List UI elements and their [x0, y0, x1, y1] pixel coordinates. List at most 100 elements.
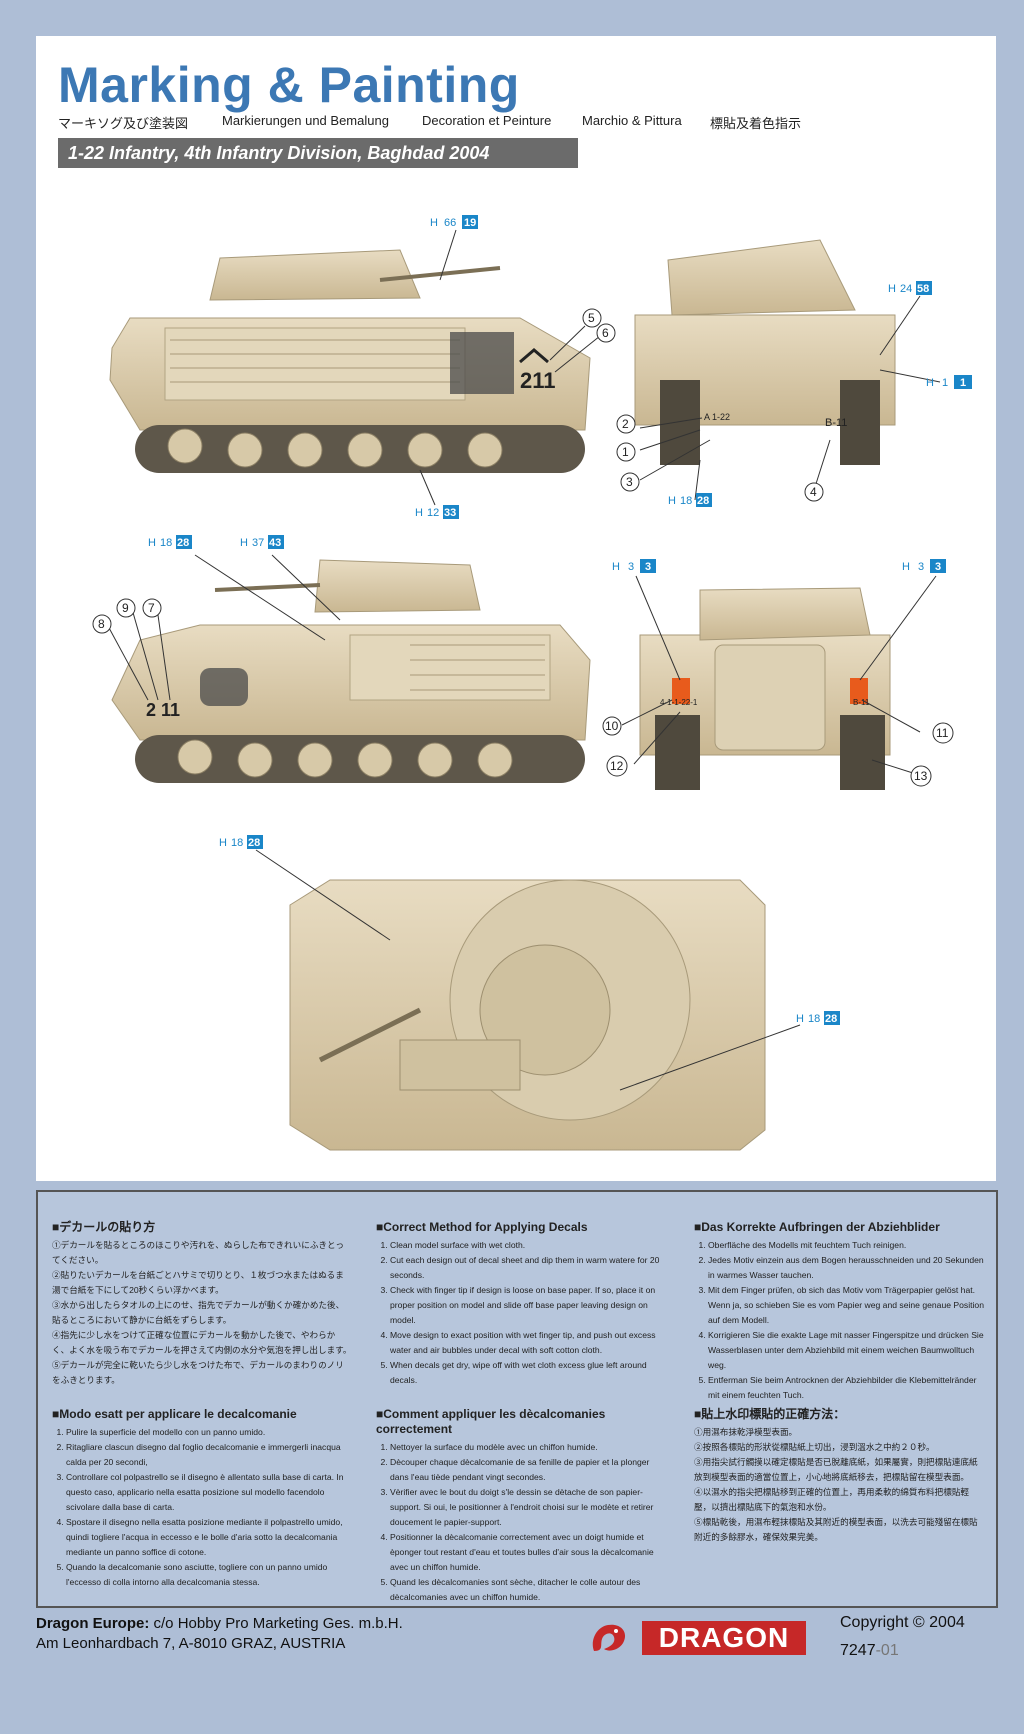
callout-1: 1: [622, 445, 629, 459]
side-view-right: 211: [109, 249, 591, 473]
svg-text:H: H: [668, 495, 676, 507]
svg-text:H: H: [240, 537, 248, 549]
callout-7: 7: [148, 601, 155, 615]
dragon-emblem-icon: [592, 1624, 626, 1651]
svg-text:28: 28: [697, 495, 709, 507]
callout-3: 3: [626, 475, 633, 489]
unit-label: 1-22 Infantry, 4th Infantry Division, Ba…: [68, 143, 490, 163]
svg-text:37: 37: [252, 537, 264, 549]
svg-text:28: 28: [248, 837, 260, 849]
rear-mark-right: B-11: [825, 417, 847, 429]
svg-text:3: 3: [645, 561, 651, 573]
instructions-de: ■Das Korrekte Aufbringen der Abziehblide…: [694, 1220, 984, 1403]
svg-text:33: 33: [444, 507, 456, 519]
instructions-fr: ■Comment appliquer les dècalcomanies cor…: [376, 1407, 666, 1605]
dragon-logo: DRAGON: [586, 1617, 826, 1661]
svg-text:H: H: [888, 283, 896, 295]
svg-text:12: 12: [427, 507, 439, 519]
rear-view-bottom: 4-1-1-22-1 B-11: [639, 587, 891, 790]
side-number: 211: [520, 368, 556, 393]
footer-company: Dragon Europe:: [36, 1615, 150, 1632]
plate-left: 4-1-1-22-1: [660, 698, 698, 707]
svg-text:28: 28: [177, 537, 189, 549]
svg-text:66: 66: [444, 217, 456, 229]
svg-text:H: H: [796, 1013, 804, 1025]
vehicle-views: 211 A 1-22 B-11 2 11: [92, 215, 972, 1151]
callout-2: 2: [622, 417, 629, 431]
callout-12: 12: [610, 759, 624, 773]
subtitle-cn: 標貼及着色指示: [710, 116, 802, 131]
copyright: Copyright © 2004: [840, 1614, 965, 1631]
svg-text:1: 1: [942, 377, 948, 389]
callout-11: 11: [936, 726, 949, 740]
product-code-suffix: -01: [875, 1642, 899, 1659]
instructions-de-title: ■Das Korrekte Aufbringen der Abziehblide…: [694, 1220, 940, 1234]
subtitle-fr: Decoration et Peinture: [422, 113, 552, 128]
decal-tag-11: H 18 28: [796, 1011, 840, 1025]
decal-tag-5: H 18 28: [668, 493, 712, 507]
side-number-left: 2 11: [146, 700, 180, 720]
callout-4: 4: [810, 485, 817, 499]
decal-tag-10: H 18 28: [219, 835, 263, 849]
callout-8: 8: [98, 617, 105, 631]
instructions-cn-title: ■貼上水印標貼的正確方法：: [694, 1407, 846, 1421]
callout-10: 10: [605, 719, 619, 733]
svg-text:3: 3: [628, 561, 634, 573]
svg-text:18: 18: [680, 495, 692, 507]
svg-text:3: 3: [935, 561, 941, 573]
instructions-it: ■Modo esatt per applicare le decalcomani…: [52, 1407, 352, 1590]
svg-text:1: 1: [960, 377, 966, 389]
top-view: [289, 879, 766, 1151]
decal-tag-2: H 24 58: [888, 281, 932, 295]
side-view-left: 2 11: [111, 559, 591, 783]
subtitle-it: Marchio & Pittura: [582, 113, 682, 128]
decal-tag-8: H 3 3: [612, 559, 656, 573]
footer-address: Dragon Europe: c/o Hobby Pro Marketing G…: [36, 1614, 403, 1654]
product-code: 7247-01: [840, 1642, 899, 1660]
svg-text:H: H: [612, 561, 620, 573]
svg-text:H: H: [430, 217, 438, 229]
svg-text:28: 28: [825, 1013, 837, 1025]
decal-tag-6: H 18 28: [148, 535, 192, 549]
instructions-fr-title: ■Comment appliquer les dècalcomanies cor…: [376, 1407, 606, 1436]
decal-tag-4: H 12 33: [415, 505, 459, 519]
subtitle-de: Markierungen und Bemalung: [222, 113, 389, 128]
product-code-main: 7247: [840, 1642, 876, 1659]
plate-right: B-11: [853, 698, 870, 707]
svg-text:58: 58: [917, 283, 929, 295]
callout-13: 13: [914, 769, 928, 783]
page-title: Marking & Painting: [58, 57, 520, 113]
svg-text:43: 43: [269, 537, 281, 549]
decal-tag-1: H 66 19: [430, 215, 478, 229]
decal-tag-3: H 1 1: [926, 375, 972, 389]
instructions-cn: ■貼上水印標貼的正確方法： ①用濕布抹乾淨模型表面。 ②按照各標貼的形狀從標貼紙…: [694, 1407, 984, 1545]
svg-text:24: 24: [900, 283, 912, 295]
callout-9: 9: [122, 601, 129, 615]
footer-address-line2: Am Leonhardbach 7, A-8010 GRAZ, AUSTRIA: [36, 1635, 346, 1652]
instructions-it-title: ■Modo esatt per applicare le decalcomani…: [52, 1407, 297, 1421]
rear-view-top: A 1-22 B-11: [634, 239, 896, 465]
svg-text:19: 19: [464, 217, 476, 229]
callout-6: 6: [602, 326, 609, 340]
dragon-logo-text: DRAGON: [642, 1621, 806, 1655]
instructions-en-title: ■Correct Method for Applying Decals: [376, 1220, 588, 1234]
decal-tag-7: H 37 43: [240, 535, 284, 549]
svg-text:18: 18: [808, 1013, 820, 1025]
instructions-jp: ■デカールの貼り方 ①デカールを貼るところのほこりや汚れを、ぬらした布できれいに…: [52, 1220, 352, 1385]
svg-text:18: 18: [231, 837, 243, 849]
svg-text:3: 3: [918, 561, 924, 573]
svg-text:H: H: [219, 837, 227, 849]
instructions-en: ■Correct Method for Applying Decals Clea…: [376, 1220, 666, 1388]
rear-mark-left: A 1-22: [704, 412, 730, 422]
decal-tag-9: H 3 3: [902, 559, 946, 573]
svg-text:H: H: [148, 537, 156, 549]
footer-address-line1: c/o Hobby Pro Marketing Ges. m.b.H.: [149, 1615, 403, 1632]
callout-5: 5: [588, 311, 595, 325]
svg-text:H: H: [415, 507, 423, 519]
unit-bar: 1-22 Infantry, 4th Infantry Division, Ba…: [58, 138, 578, 168]
subtitle-jp: マーキソグ及び塗装図: [58, 116, 189, 131]
svg-text:18: 18: [160, 537, 172, 549]
svg-text:H: H: [926, 377, 934, 389]
svg-text:H: H: [902, 561, 910, 573]
instructions-jp-title: ■デカールの貼り方: [52, 1220, 156, 1234]
